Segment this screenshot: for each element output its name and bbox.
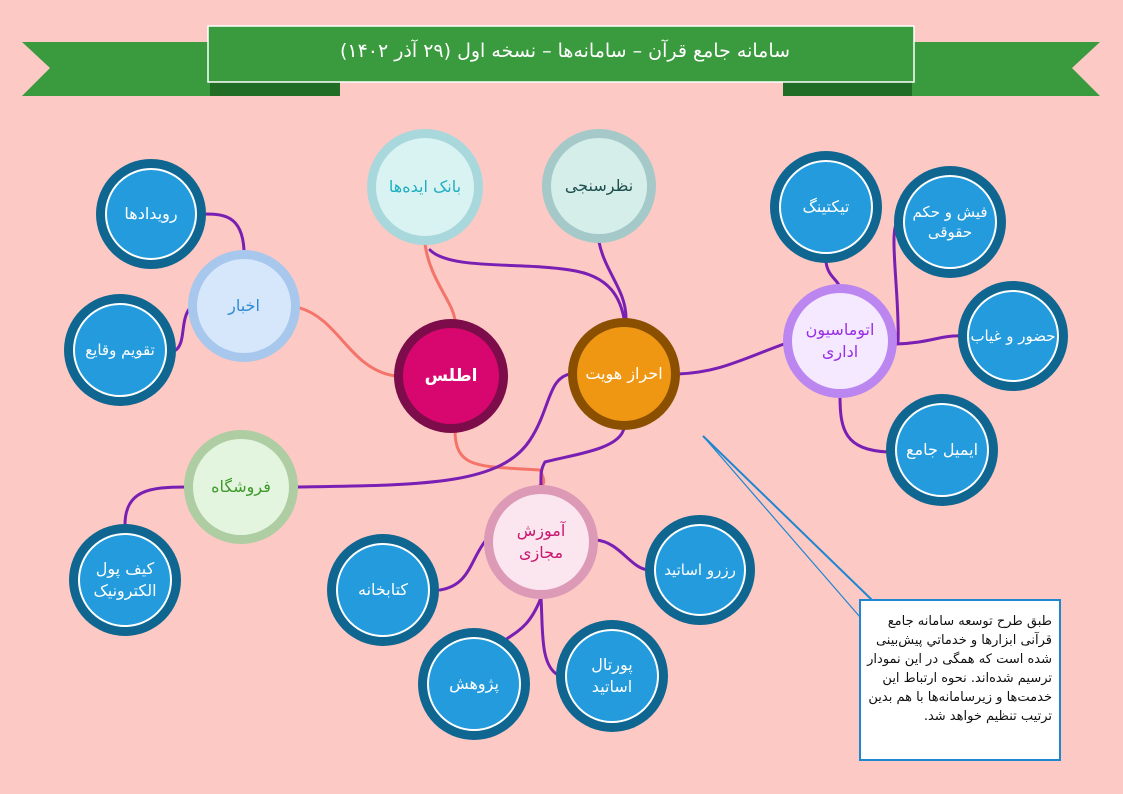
connector-amoozesh-rezerv [594, 538, 650, 572]
leaf-pajoohesh-label: پژوهش [449, 674, 499, 694]
connector-amoozesh-pajoohesh [503, 596, 543, 642]
node-foroshgah[interactable] [184, 430, 298, 544]
leaf-hozoor[interactable] [958, 281, 1068, 391]
node-bank-ideas-label: بانک ایده‌ها [388, 177, 462, 197]
node-foroshgah-label: فروشگاه [211, 477, 271, 497]
connector-ehraz-foroshgah [294, 372, 572, 489]
node-automation[interactable] [783, 284, 897, 398]
leaf-pajoohesh[interactable] [418, 628, 530, 740]
connectors [123, 212, 964, 677]
node-akhbar[interactable] [188, 250, 300, 362]
leaf-rezerv-label: رزرو اساتید [664, 560, 736, 579]
connector-atlas-akhbar [298, 306, 398, 378]
node-ehraz-label: احراز هویت [585, 364, 663, 384]
node-nazarsanji[interactable] [542, 129, 656, 243]
callout-text: طبق طرح توسعه سامانه جامع قرآنی ابزارها … [867, 614, 1052, 724]
leaf-fish[interactable] [894, 166, 1006, 278]
leaf-kif-label: کیف پول الکترونیک [93, 559, 157, 600]
leaf-ketabkhane-label: کتابخانه [358, 580, 409, 600]
leaf-ketabkhane[interactable] [327, 534, 439, 646]
connector-ehraz-automation [676, 342, 786, 376]
leaf-rezerv[interactable] [645, 515, 755, 625]
connector-amoozesh-ketabkhane [438, 538, 488, 592]
page-title: سامانه جامع قرآن – سامانه‌ها – نسخه اول … [339, 40, 791, 62]
connector-automation-email [838, 394, 890, 454]
connector-atlas-amoozesh [453, 428, 546, 487]
leaf-roydadha-label: رویدادها [124, 204, 178, 224]
leaf-roydadha[interactable] [96, 159, 206, 269]
leaf-ticketing[interactable] [770, 151, 882, 263]
leaves [64, 151, 1068, 740]
leaf-taghvim-label: تقویم وقایع [85, 340, 155, 359]
node-bank-ideas[interactable] [367, 129, 483, 245]
leaf-portal[interactable] [556, 620, 668, 732]
leaf-fish-label: فیش و حکم حقوقی [912, 202, 988, 241]
nodes [184, 129, 897, 599]
connector-ehraz-amoozesh [539, 426, 626, 488]
leaf-kif[interactable] [69, 524, 181, 636]
node-ehraz[interactable] [568, 318, 680, 430]
connector-nazar-ehraz [597, 240, 628, 320]
node-amoozesh[interactable] [484, 485, 598, 599]
node-amoozesh-label: آموزش مجازی [516, 521, 566, 562]
leaf-portal-label: پورتال اساتید [591, 655, 633, 696]
node-nazarsanji-label: نظرسنجی [564, 176, 634, 196]
leaf-email[interactable] [886, 394, 998, 506]
callout [702, 435, 1061, 761]
connector-bank-ehraz [428, 248, 626, 320]
leaf-ticketing-label: تیکتینگ [802, 197, 850, 217]
connector-akhbar-taghvim [174, 306, 192, 352]
node-akhbar-label: اخبار [228, 296, 260, 316]
title-banner [22, 25, 1100, 96]
node-atlas[interactable] [394, 319, 508, 433]
connector-atlas-bank [423, 242, 457, 322]
connector-amoozesh-portal [539, 596, 560, 677]
leaf-hozoor-label: حضور و غیاب [970, 326, 1056, 345]
node-atlas-label: اطلس [424, 365, 478, 386]
connector-automation-hozoor [894, 334, 964, 346]
connector-foroshgah-kif [123, 485, 188, 527]
node-automation-label: اتوماسیون اداری [805, 320, 875, 361]
leaf-taghvim[interactable] [64, 294, 176, 406]
leaf-email-label: ایمیل جامع [905, 440, 979, 460]
